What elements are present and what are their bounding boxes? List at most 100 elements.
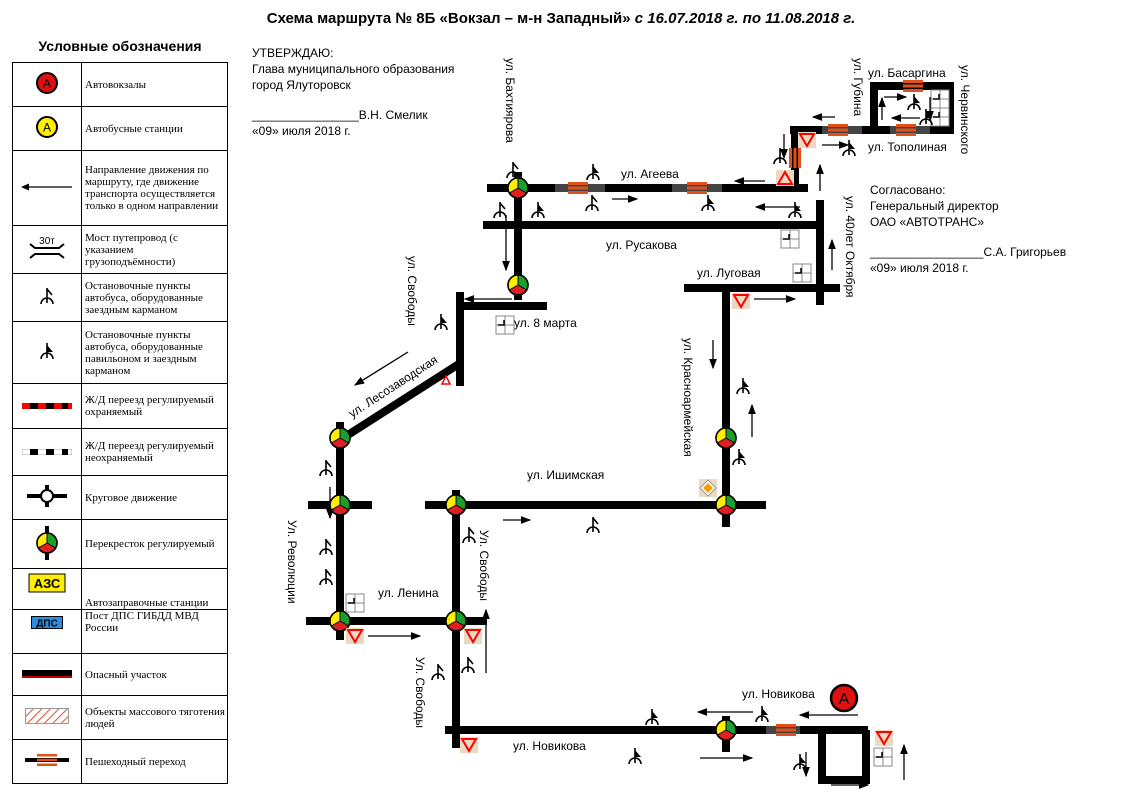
crosswalk-icon [25,754,69,766]
street-label: ул. Червинского [958,65,972,155]
bus-terminal-icon: A [829,683,859,713]
traffic-light-icon [445,610,467,632]
street-label: ул. Новикова [742,687,815,701]
police-post-icon: ДПС [31,616,63,630]
bus-stop-pocket-icon [40,287,54,305]
title-period: с 16.07.2018 г. по 11.08.2018 г. [634,10,856,27]
street-label: ул. Луговая [697,266,761,280]
crosswalks [568,80,923,736]
street-label: ул. Свободы [405,256,419,326]
yield-signs [345,131,894,754]
road-lesozavodskaya [337,358,465,444]
legend-label: Опасный участок [81,653,228,696]
street-label: ул. 8 марта [514,316,577,330]
street-label: Ул. Революции [285,520,299,604]
legend-label: Перекресток регулируемый [81,519,228,569]
svg-text:A: A [43,77,51,91]
legend-label: Круговое движение [81,475,228,520]
approval-block: УТВЕРЖДАЮ: Глава муниципального образова… [252,45,454,139]
approval-line: Глава муниципального образования [252,62,455,76]
legend-label: Остановочные пункты автобуса, оборудован… [81,273,228,322]
svg-text:A: A [43,121,51,135]
crowd-objects-icon [25,708,69,724]
dangerous-section-icon [22,669,72,678]
legend-label: Ж/Д переезд регулируемый неохраняемый [81,428,228,476]
traffic-light-icon [507,177,529,199]
building-icons [345,89,950,767]
street-label: ул. Бахтиярова [503,58,517,143]
svg-text:АЗС: АЗС [34,576,61,591]
title-main: Схема маршрута № 8Б «Вокзал – м-н Западн… [266,10,631,27]
legend-label: Автовокзалы [81,62,228,107]
approval-line: УТВЕРЖДАЮ: [252,46,334,60]
svg-text:A: A [839,691,850,708]
svg-text:30т: 30т [39,236,55,247]
traffic-light-icon [329,427,351,449]
agreement-line: Генеральный директор [870,199,999,213]
legend-label: Мост путепровод (с указанием грузоподъём… [81,225,228,274]
bus-stop-pavilion-icon [40,342,54,360]
street-label: ул. Лесозаводская [346,353,440,421]
priority-road-icon [699,479,717,497]
agreement-signature: _________________С.А. Григорьев [870,245,1067,259]
traffic-light-icon [715,494,737,516]
street-label: ул. Русакова [606,238,677,252]
legend-label: Пост ДПС ГИБДД МВД России [81,609,228,654]
agreement-block: Согласовано: Генеральный директор ОАО «А… [870,182,1066,276]
street-label: ул. Красноармейская [681,338,695,457]
street-label: ул. Новикова [513,739,586,753]
legend-label: Автозаправочные станции [81,568,228,610]
legend-row: АЗС Автозаправочные станции [12,568,228,610]
legend-row: Пешеходный переход [12,739,228,784]
legend-label: Ж/Д переезд регулируемый охраняемый [81,383,228,429]
agreement-date: «09» июля 2018 г. [870,261,969,275]
legend-table: A Автовокзалы A Автобусные станции Направл… [12,62,228,784]
legend-title: Условные обозначения [38,38,202,54]
traffic-light-icon [329,494,351,516]
legend-label: Автобусные станции [81,106,228,151]
street-labels: ул. Бахтиярова ул. Агеева ул. Русакова у… [285,58,972,753]
approval-line: город Ялуторовск [252,78,351,92]
legend-row: A Автовокзалы [12,62,228,107]
legend-row: ДПС Пост ДПС ГИБДД МВД России [12,609,228,654]
street-label: Ул. Свободы [477,530,491,601]
direction-arrows [326,93,934,789]
traffic-light-icon [507,274,529,296]
roundabout-icon [27,485,67,507]
legend-label: Пешеходный переход [81,739,228,784]
street-label: ул. Губина [851,58,865,116]
street-label: ул. Ленина [378,586,439,600]
traffic-light-icon [329,610,351,632]
roads [306,82,954,784]
traffic-light-icon [715,719,737,741]
street-label: ул. Агеева [621,167,679,181]
agreement-line: ОАО «АВТОТРАНС» [870,215,985,229]
legend-row: Остановочные пункты автобуса, оборудован… [12,273,228,322]
street-label: ул. Тополиная [868,140,947,154]
traffic-light-icon [715,427,737,449]
bus-stops [319,93,933,771]
legend-row: Направление движения по маршруту, где дв… [12,150,228,226]
road-gubina-basargina-loop [870,82,954,130]
legend-label: Остановочные пункты автобуса, оборудован… [81,321,228,384]
page-title: Схема маршрута № 8Б «Вокзал – м-н Западн… [0,10,1122,27]
legend-row: Остановочные пункты автобуса, оборудован… [12,321,228,384]
legend-row: 30т Мост путепровод (с указанием грузопод… [12,225,228,274]
legend-label: Объекты массового тяготения людей [81,695,228,740]
legend-row: Ж/Д переезд регулируемый неохраняемый [12,428,228,476]
svg-text:ДПС: ДПС [36,619,58,630]
street-label: ул. Ишимская [527,468,604,482]
legend-row: Ж/Д переезд регулируемый охраняемый [12,383,228,429]
road-novikova-loop [818,730,870,784]
legend-row: Объекты массового тяготения людей [12,695,228,740]
direction-arrow-icon [21,183,72,190]
traffic-light-icon [36,525,58,560]
bus-terminal-icon: A [36,72,58,94]
railway-crossing-guarded-icon [22,403,72,409]
street-label: ул. 40лет Октября [843,196,857,297]
railway-crossing-unguarded-icon [21,448,73,456]
bus-station-icon: A [36,116,58,138]
street-label: Ул. Свободы [413,657,427,728]
legend-label: Направление движения по маршруту, где дв… [81,150,228,226]
approval-signature: ________________В.Н. Смелик [252,108,428,122]
